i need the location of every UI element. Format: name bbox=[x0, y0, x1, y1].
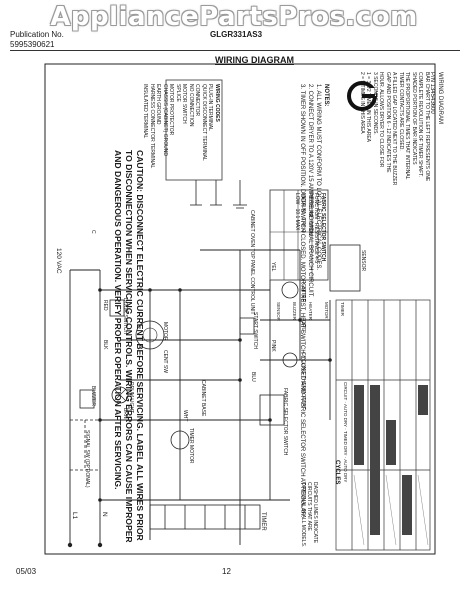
label-l1: L1 bbox=[71, 512, 78, 520]
wiring-code-item: SPLICE bbox=[175, 84, 181, 102]
label-cent-sw: CENT SW bbox=[162, 350, 168, 373]
watermark: AppliancePartsPros.com bbox=[50, 2, 418, 32]
control-labels: CABINET OVEN TOP PANEL CONTROL UNIT bbox=[249, 210, 255, 315]
drum-light-symbol bbox=[111, 386, 129, 404]
label-timer: TIMER bbox=[260, 512, 266, 531]
caution-line-1: CAUTION: DISCONNECT ELECTRIC CURRENT BEF… bbox=[135, 150, 145, 541]
label-yel: YEL bbox=[270, 262, 276, 272]
door-switch-symbol bbox=[109, 299, 125, 317]
terminal-dots bbox=[67, 288, 332, 548]
label-brn: BRN bbox=[122, 408, 128, 419]
wiring-code-item: QUICK DISCONNECT TERMINAL bbox=[201, 84, 207, 161]
cycles-row: TIMER bbox=[340, 302, 345, 316]
publication-label: Publication No. bbox=[10, 30, 64, 39]
start-switch-symbol bbox=[239, 317, 255, 335]
cycles-row: BUZZER bbox=[292, 302, 297, 320]
cycles-row: HEATER bbox=[308, 302, 313, 320]
label-blk: BLK bbox=[102, 340, 108, 350]
header-rule bbox=[10, 50, 460, 51]
label-dashed-note: DASHED LINES INDICATE CIRCUITS THAT ARE … bbox=[300, 482, 318, 548]
label-drum-light: DRUM LIGHT bbox=[128, 382, 134, 414]
label-red: RED bbox=[102, 300, 108, 311]
diagram-frame bbox=[44, 63, 436, 555]
note-item: 3. TIMER SHOWN IN OFF POSITION. DOOR SWI… bbox=[299, 84, 305, 518]
label-control: CONTROL bbox=[249, 277, 255, 302]
label-supply: 120 VAC bbox=[55, 248, 62, 274]
fabric-selector-table bbox=[269, 189, 329, 281]
label-cycling-thermostat: CYCLING THERMOSTAT bbox=[300, 352, 306, 410]
label-motor: MOTOR bbox=[162, 322, 168, 341]
timer-motor-symbol bbox=[170, 430, 190, 450]
optional-circuit bbox=[70, 419, 100, 471]
label-top: TOP bbox=[249, 248, 255, 259]
wiring-codes-title: WIRING CODES bbox=[214, 84, 220, 122]
wiring-codes-legend: WIRING CODES PLUG-IN TERMINAL QUICK DISC… bbox=[142, 84, 221, 169]
page-number: 12 bbox=[222, 567, 231, 576]
fabric-selector-symbol bbox=[259, 394, 285, 426]
footer-date: 05/03 bbox=[16, 567, 37, 576]
label-pink: PINK bbox=[270, 340, 276, 352]
cycles-header: CIRCUIT · AUTO DRY · TIMED DRY · AUTO DR… bbox=[343, 382, 348, 483]
control-panel-symbols bbox=[190, 180, 247, 209]
g-logo bbox=[347, 81, 377, 111]
label-door-switch: DOOR SWITCH bbox=[122, 298, 128, 335]
buzzer-symbol bbox=[79, 389, 95, 409]
bar-chart-note: BAR CHART TO THE LEFT REPRESENTS ONE COM… bbox=[359, 72, 430, 186]
wiring-code-item: NO CONNECTION bbox=[188, 84, 194, 127]
model-number: GLGR331AS3 bbox=[210, 30, 263, 39]
wiring-code-item: PLUG-IN TERMINAL bbox=[207, 84, 214, 131]
label-panel: PANEL bbox=[249, 259, 255, 276]
notes: NOTES: 1. ALL WIRING MUST CONFORM TO LOC… bbox=[298, 84, 330, 518]
label-signal-sw: SIGNAL SW (OPTIONAL) bbox=[84, 430, 90, 488]
label-igniter: IGNITER bbox=[300, 282, 306, 303]
label-blu: BLU bbox=[250, 372, 256, 382]
timer-contacts bbox=[149, 504, 261, 530]
wiring-code-item: HARNESS CONNECTOR TERMINAL bbox=[149, 84, 155, 169]
caution-text: CAUTION: DISCONNECT ELECTRIC CURRENT BEF… bbox=[112, 150, 145, 543]
label-wht: WHT bbox=[182, 410, 188, 422]
publication-number: 5995390621 bbox=[10, 40, 55, 49]
label-org: ORG bbox=[300, 320, 306, 332]
page-title: WIRING DIAGRAM bbox=[215, 55, 294, 65]
wiring-codes-box bbox=[165, 79, 223, 181]
drive-motor-symbol bbox=[135, 320, 165, 350]
note-item: 2. CONNECT DRYER TO A 120V 15 AMPERE IND… bbox=[307, 84, 313, 298]
label-fabric-selector-switch: FABRIC SELECTOR SWITCH bbox=[282, 388, 288, 456]
label-oven: OVEN bbox=[249, 232, 255, 248]
label-caution-c: C bbox=[90, 230, 96, 234]
publication-info: Publication No. 5995390621 bbox=[10, 30, 64, 50]
label-cabinet: CABINET bbox=[249, 210, 255, 232]
label-buzzer: BUZZER bbox=[90, 386, 96, 406]
cycles-title: CYCLES bbox=[334, 460, 340, 485]
cycles-rows: TIMER MOTOR HEATER BUZZER SENSOR bbox=[270, 302, 350, 321]
notes-title: NOTES: bbox=[323, 84, 329, 107]
note-item: 1. ALL WIRING MUST CONFORM TO LOCAL ELEC… bbox=[315, 84, 321, 271]
caution-line-2: TO DISCONNECTION WHEN SERVICING CONTROLS… bbox=[124, 150, 134, 543]
label-cabinet-base: CABINET BASE bbox=[200, 380, 206, 417]
cycles-chart bbox=[335, 299, 431, 551]
label-sensor: SENSOR bbox=[360, 250, 366, 272]
diagram-id: WIRING DIAGRAM P/N 134543600 bbox=[429, 72, 443, 124]
cycles-row: MOTOR bbox=[324, 302, 329, 319]
thermostat-symbol bbox=[282, 352, 298, 368]
label-n: N bbox=[101, 512, 108, 517]
label-start-switch: START SWITCH bbox=[252, 312, 258, 349]
igniter-symbol bbox=[281, 281, 299, 299]
wiring-code-item: CHASSIS (CABINET) GROUND bbox=[162, 84, 168, 156]
label-timer-motor: TIMER MOTOR bbox=[188, 428, 194, 464]
wiring-code-item: MOTOR PROTECTOR bbox=[168, 84, 175, 136]
sensor-block bbox=[329, 244, 361, 292]
cycles-bars bbox=[354, 385, 428, 535]
cycles-row: SENSOR bbox=[276, 302, 281, 322]
cycles-bar-hatching bbox=[353, 474, 429, 546]
caution-line-3: AND DANGEROUS OPERATION. VERIFY PROPER O… bbox=[113, 150, 123, 490]
